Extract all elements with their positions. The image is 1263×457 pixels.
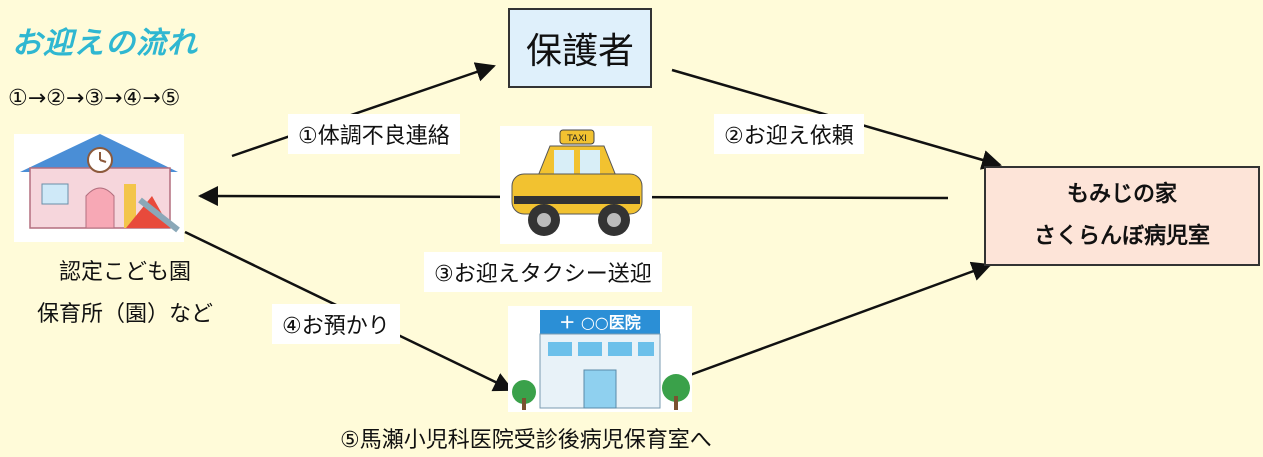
step-sequence: ①→②→③→④→⑤	[8, 86, 181, 111]
guardian-label: 保護者	[525, 31, 634, 72]
school-label: 認定こども園 保育所（園）など	[10, 252, 240, 336]
taxi-icon: TAXI	[500, 126, 652, 244]
step4-label: ④お預かり	[272, 304, 400, 344]
step5-label: ⑤馬瀬小児科医院受診後病児保育室へ	[340, 428, 712, 453]
arrow-clinic-to-momiji	[689, 261, 992, 377]
momiji-label-line1: もみじの家	[1066, 182, 1177, 207]
momiji-box: もみじの家 さくらんぼ病児室	[984, 166, 1260, 266]
page-title: お迎えの流れ	[12, 26, 198, 61]
guardian-box: 保護者	[508, 8, 652, 88]
step3-label: ③お迎えタクシー送迎	[424, 252, 662, 292]
arrow-school-to-guardian	[231, 62, 496, 158]
step1-label: ①体調不良連絡	[288, 114, 460, 154]
step2-label: ②お迎え依頼	[714, 114, 864, 154]
momiji-label-line2: さくらんぼ病児室	[1033, 224, 1210, 249]
clinic-icon: ＋ ○○医院	[508, 306, 692, 412]
clinic-sign-text: ＋ ○○医院	[559, 313, 641, 332]
school-label-line1: 認定こども園	[58, 260, 191, 285]
school-label-line2: 保育所（園）など	[36, 302, 213, 327]
nursery-school-icon	[14, 134, 184, 242]
taxi-sign-text: TAXI	[566, 134, 587, 144]
